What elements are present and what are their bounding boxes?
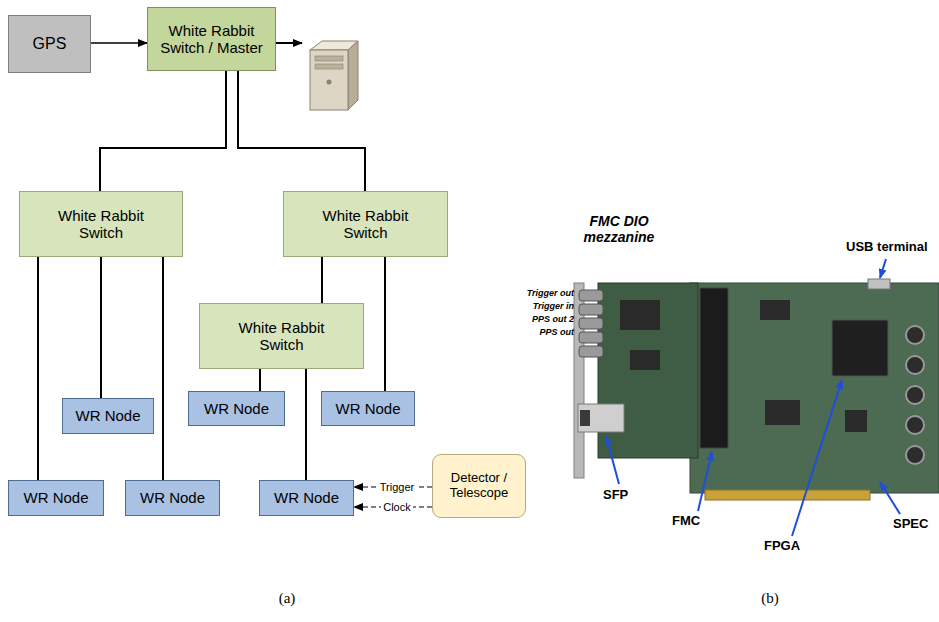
node-box: WR Node [125,480,220,516]
part-label: FMC [672,514,712,529]
server-button [327,80,332,85]
node-text: Detector / Telescope [439,471,519,501]
chip [630,350,660,370]
spec-pcb [690,283,939,493]
leader-line [880,259,886,278]
edge-label: Trigger [378,481,416,493]
connector [238,71,365,191]
switch-box: White Rabbit Switch [199,303,364,369]
lemo-connector [579,318,603,329]
detector-box: Detector / Telescope [432,454,526,518]
connector [259,369,261,391]
node-box: WR Node [188,391,285,426]
connector [321,257,323,303]
lemo-connector [579,304,603,315]
signal-name: Trigger out [518,288,574,298]
node-text: White Rabbit Switch [46,207,156,242]
capacitor [906,356,924,374]
fmc-connector [700,288,728,448]
node-box: WR Node [321,391,415,426]
node-text: WR Node [335,400,400,417]
master-switch-box: White Rabbit Switch / Master [147,7,276,71]
connector [100,257,102,398]
node-box: WR Node [8,480,104,516]
signal-name: Trigger in [518,301,574,311]
chip [760,300,790,320]
leader-line [698,452,712,511]
signal-name: PPS out 2 [518,314,574,324]
part-label: FMC DIO mezzanine [578,214,660,245]
sfp-cage [578,404,624,432]
server-bay [315,56,343,61]
spec-board-photo [574,279,939,500]
node-text: WR Node [140,489,205,506]
sfp-opening [580,410,590,426]
part-label: SFP [603,488,643,503]
panel-caption: (a) [262,590,312,607]
panel-caption: (b) [745,590,795,607]
leader-line [792,380,842,536]
connector [37,257,39,480]
fpga-chip [832,320,888,376]
leader-line [606,436,619,484]
connector [100,71,226,191]
connector [91,42,147,44]
connector [384,257,386,391]
leader-line [880,482,900,514]
chip [765,400,800,425]
gps-box: GPS [8,15,91,73]
lemo-connector [579,290,603,301]
edge-label: Clock [381,501,413,513]
capacitor [906,446,924,464]
node-text: WR Node [23,489,88,506]
lemo-connector [579,332,603,343]
part-label: FPGA [764,539,814,554]
capacitor [906,386,924,404]
node-box: WR Node [62,398,154,434]
node-box: WR Node [259,480,354,516]
chip [845,410,867,432]
server-icon [310,41,358,110]
server-bay [315,64,343,69]
node-text: WR Node [75,407,140,424]
connector [305,369,307,480]
server-side [348,41,358,110]
usb-connector [868,279,890,289]
node-text: WR Node [274,489,339,506]
part-label: USB terminal [846,240,938,255]
server-front [310,50,348,110]
node-text: White Rabbit Switch [227,319,337,354]
switch-box: White Rabbit Switch [283,191,448,257]
connector [162,257,164,480]
node-text: WR Node [204,400,269,417]
capacitor [906,326,924,344]
node-text: White Rabbit Switch / Master [154,22,269,57]
node-text: GPS [33,35,67,53]
signal-name: PPS out [518,327,574,337]
server-arrow [276,42,302,44]
part-label: SPEC [893,517,937,532]
lemo-connector [579,346,603,357]
switch-box: White Rabbit Switch [19,191,183,257]
pcie-fingers [705,490,870,500]
node-text: White Rabbit Switch [311,207,421,242]
capacitor [906,416,924,434]
chip [620,300,660,330]
